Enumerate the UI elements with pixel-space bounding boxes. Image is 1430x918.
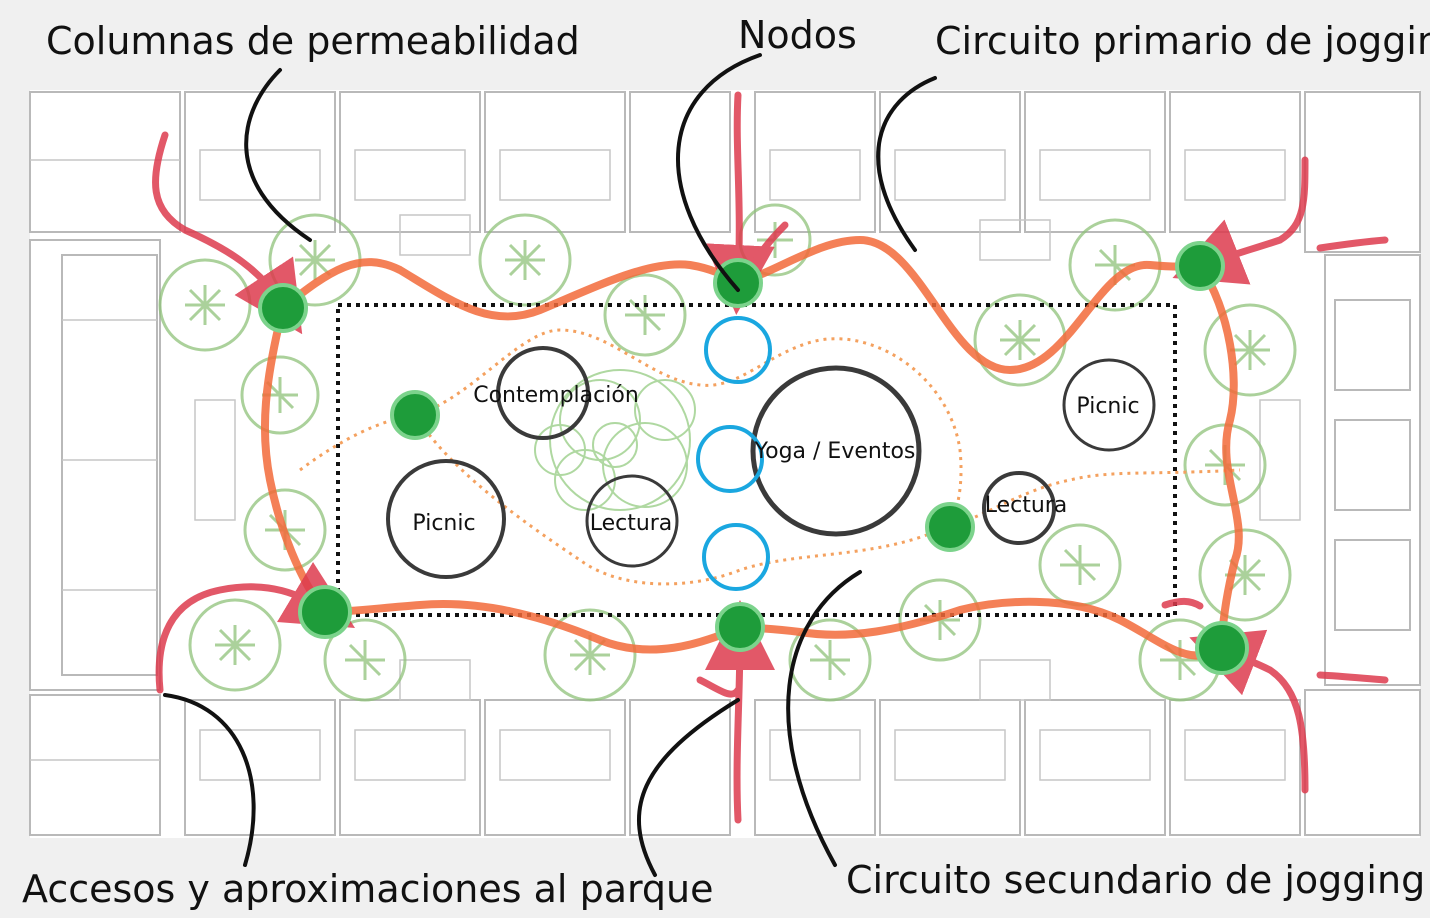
leader-lines [163,53,937,877]
node-dot-icon [715,602,765,652]
access-arrow-icon [704,91,775,315]
zone-label-yoga-events: Yoga / Eventos [754,439,916,464]
zone-label-picnic-right: Picnic [1076,394,1140,419]
access-arrow-icon [1172,156,1309,285]
leader-accesses-left [163,693,256,867]
label-permeability-columns: Columnas de permeabilidad [46,19,580,63]
access-arrow-icon [1316,236,1389,252]
node-dot-icon [713,258,763,308]
leader-secondary-jogging [786,570,862,867]
access-arrow-icon [696,676,742,698]
tree-canopy-icon [1203,303,1297,397]
node-dot-icon [258,283,308,333]
node-dot-icon [1195,621,1249,675]
label-nodes: Nodos [738,13,857,57]
plan-sheet [30,90,1420,838]
secondary-jogging-circuit [299,328,1241,586]
leader-primary-jogging [876,76,937,252]
tree-canopy-icon [543,608,637,702]
access-arrow-icon [704,600,775,824]
tree-canopy-icon [323,618,407,702]
nodes [258,241,1249,675]
node-dot-icon [925,502,975,552]
tree-canopy-icon [788,618,872,702]
zone-circle-reading-right [982,471,1056,545]
access-arrows [152,91,1389,824]
park-boundary [336,303,1177,617]
label-primary-jogging: Circuito primario de jogging [935,19,1430,63]
tree-canopy-icon [478,213,572,307]
tree-canopy-icon [1198,528,1292,622]
tree-canopy-icon [603,273,687,357]
permeability-column-icon [704,316,772,384]
zone-circle-reading-left [585,474,679,568]
zone-circle-picnic-left [386,459,506,579]
building-details [30,149,1301,781]
access-arrow-icon [1316,671,1389,684]
node-dot-icon [298,585,352,639]
zone-label-contemplation: Contemplación [473,383,639,408]
zone-circles [386,346,1156,579]
zone-label-picnic-left: Picnic [412,511,476,536]
node-dot-icon [390,390,440,440]
zone-circle-picnic-right [1062,358,1156,452]
label-secondary-jogging: Circuito secundario de jogging [846,858,1426,902]
access-arrow-icon [152,131,303,335]
trees [158,203,1297,702]
permeability-column-icon [702,523,770,591]
leader-accesses-right [637,698,740,877]
leader-permeability-columns [244,68,312,242]
zone-circle-contemplation [496,346,590,440]
tree-canopy-icon [188,598,282,692]
permeability-column-icon [696,425,764,493]
access-arrow-icon [1161,597,1204,610]
leader-nodes [676,53,762,292]
access-arrow-icon [155,561,356,694]
node-dot-icon [1175,241,1225,291]
zone-label-reading-right: Lectura [984,493,1068,518]
zone-label-reading-left: Lectura [589,511,673,536]
label-accesses: Accesos y aproximaciones al parque [22,867,714,911]
zone-circle-yoga-events [750,365,922,537]
permeability-columns [696,316,772,591]
